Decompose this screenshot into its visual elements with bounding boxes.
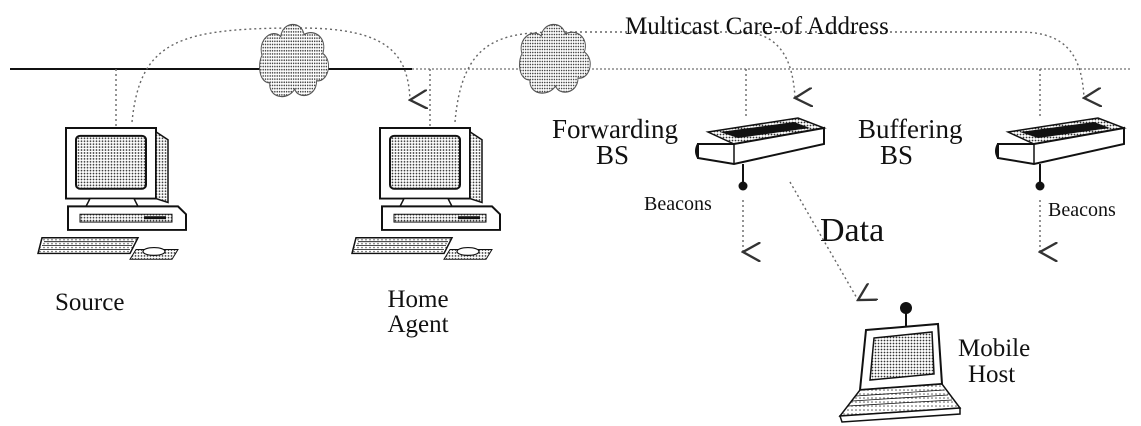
home-agent-computer-icon [351, 127, 501, 261]
beacons-label-buffering: Beacons [1048, 199, 1116, 221]
forwarding-bs-label-line1: Forwarding [552, 114, 678, 144]
path-cloud2-to-bbs [740, 31, 1084, 98]
mobile-host-label-line2: Host [968, 361, 1016, 388]
buffering-bs-label-line1: Buffering [858, 114, 963, 144]
path-cloud2-to-fbs [560, 31, 795, 98]
path-cloud1-to-ha [299, 27, 410, 100]
forwarding-bs-icon [695, 117, 825, 165]
home-agent-label-line1: Home [387, 286, 449, 313]
data-label: Data [820, 212, 885, 249]
forwarding-bs-label-line2: BS [596, 140, 630, 170]
source-label: Source [55, 289, 125, 316]
buffering-bs-icon [995, 117, 1125, 165]
mobile-host-laptop-icon [838, 302, 962, 423]
antenna-bbs [1035, 164, 1045, 191]
mobile-host-label-line1: Mobile [958, 335, 1031, 362]
buffering-bs-label-line2: BS [880, 140, 914, 170]
home-agent-label-line2: Agent [387, 311, 449, 338]
beacons-label-forwarding: Beacons [644, 193, 712, 215]
cloud-icon [518, 23, 591, 94]
source-computer-icon [37, 127, 187, 261]
path-ha-to-cloud2 [454, 31, 561, 123]
cloud-icon [258, 23, 330, 98]
antenna-fbs [738, 164, 748, 191]
multicast-care-of-address-label: Multicast Care-of Address [625, 13, 889, 40]
